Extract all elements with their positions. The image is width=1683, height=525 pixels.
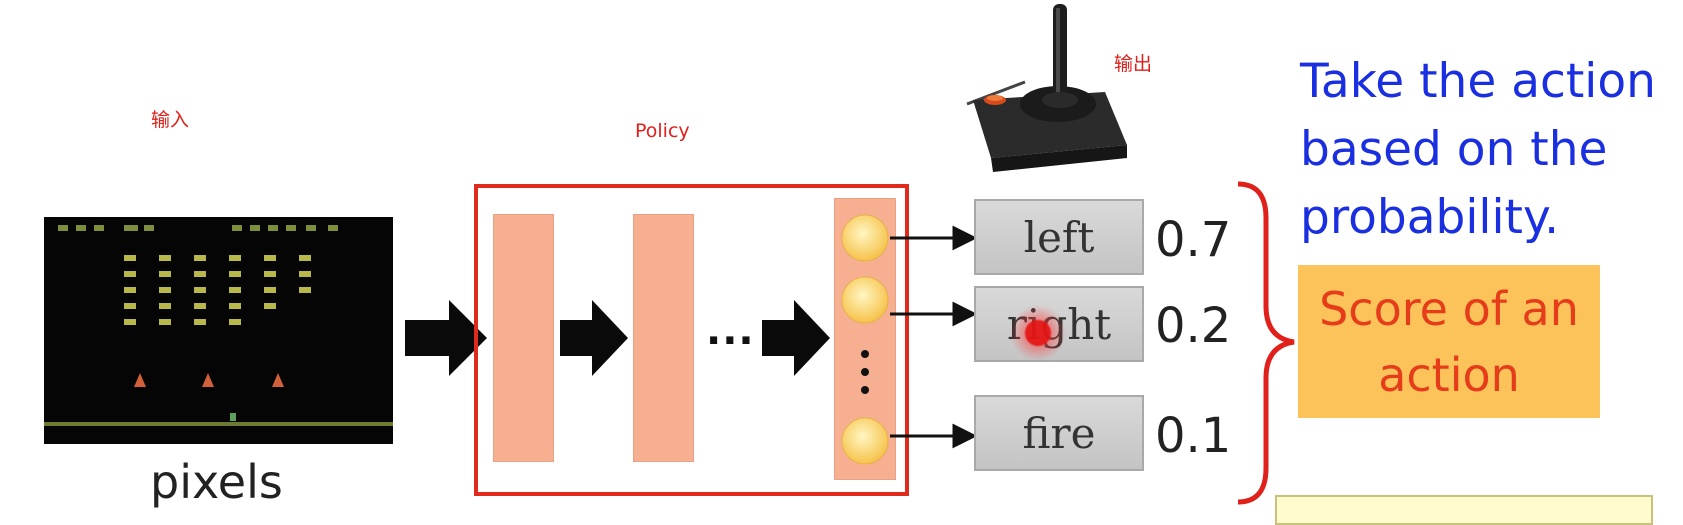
neuron-right (841, 276, 889, 324)
hidden-layer-2 (633, 214, 694, 462)
policy-annotation: Policy (635, 120, 690, 142)
curly-brace (1237, 181, 1295, 505)
probability-left: 0.7 (1155, 212, 1232, 268)
output-neurons (841, 214, 978, 465)
action-fire-button: fire (974, 395, 1144, 471)
hidden-layer-1 (493, 214, 554, 462)
probability-right: 0.2 (1155, 298, 1232, 354)
cursor-highlight (1010, 305, 1066, 361)
neuron-fire (841, 417, 889, 465)
output-arrow-icon (762, 300, 830, 376)
partial-bottom-box (1275, 495, 1653, 525)
layers-ellipsis: ... (706, 308, 755, 354)
output-annotation: 输出 (1114, 53, 1153, 75)
score-of-action-box: Score of an action (1298, 265, 1600, 418)
space-invaders-screen (44, 217, 393, 444)
input-annotation: 输入 (151, 109, 190, 131)
action-left-button: left (974, 199, 1144, 275)
neuron-left (841, 214, 889, 262)
joystick-icon (966, 4, 1127, 172)
input-caption: pixels (150, 455, 283, 509)
layer-arrow-icon (560, 300, 628, 376)
policy-network-box (474, 184, 909, 496)
take-action-text: Take the action based on the probability… (1300, 54, 1656, 245)
probability-fire: 0.1 (1155, 408, 1232, 464)
input-arrow-icon (405, 300, 487, 376)
